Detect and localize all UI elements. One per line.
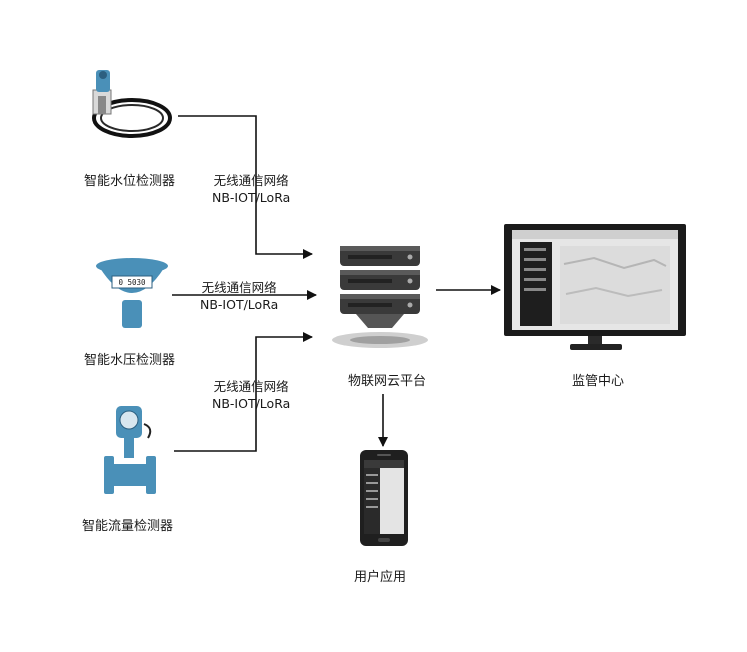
monitor-label: 监管中心 <box>572 374 625 389</box>
network-protocol: NB-IOT/LoRa <box>212 190 291 205</box>
network-label-middle: 无线通信网络 NB-IOT/LoRa <box>200 279 278 313</box>
network-protocol: NB-IOT/LoRa <box>212 396 291 411</box>
mobile-phone-icon <box>360 450 408 546</box>
link-line-bottom <box>174 332 313 452</box>
network-label-bottom: 无线通信网络 NB-IOT/LoRa <box>212 378 290 412</box>
platform-label: 物联网云平台 <box>348 374 427 389</box>
water-pressure-sensor-icon: 0 5030 <box>94 256 170 330</box>
network-type: 无线通信网络 <box>213 379 289 394</box>
mobile-label: 用户应用 <box>354 570 407 585</box>
water-pressure-sensor-label: 智能水压检测器 <box>84 353 176 368</box>
network-protocol: NB-IOT/LoRa <box>200 297 279 312</box>
cloud-server-icon <box>328 242 432 352</box>
monitor-icon <box>504 224 686 352</box>
flow-sensor-icon <box>100 404 160 496</box>
flow-sensor-label: 智能流量检测器 <box>82 519 174 534</box>
network-label-top: 无线通信网络 NB-IOT/LoRa <box>212 172 290 206</box>
pressure-display-value: 0 5030 <box>118 278 146 287</box>
water-level-sensor-icon <box>80 66 180 146</box>
network-type: 无线通信网络 <box>201 280 277 295</box>
network-type: 无线通信网络 <box>213 173 289 188</box>
water-level-sensor-label: 智能水位检测器 <box>84 174 176 189</box>
link-line-top <box>178 115 313 259</box>
